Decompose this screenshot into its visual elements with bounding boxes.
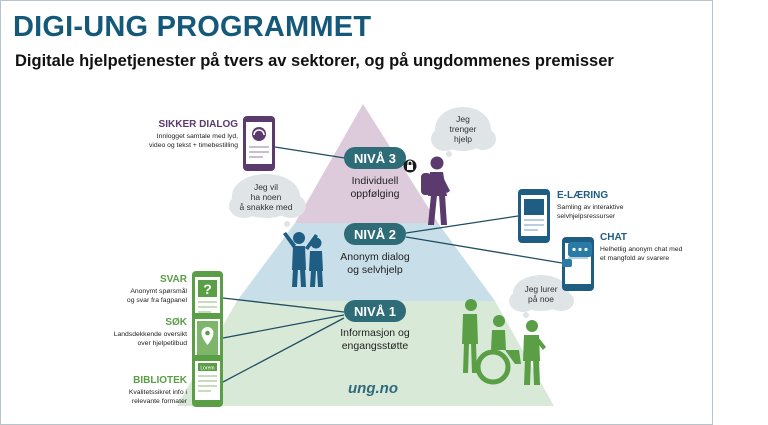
page-title: DIGI-UNG PROGRAMMET <box>13 11 372 43</box>
brand-ung-no: ung.no <box>348 380 398 397</box>
svg-text:Helhetlig anonym chat med: Helhetlig anonym chat med <box>600 246 683 253</box>
label-bibliotek: BIBLIOTEK Kvalitetssikret info i relevan… <box>129 375 188 405</box>
bubble-1-line2: på noe <box>528 294 554 304</box>
level-1-group: NIVÅ 1 Informasjon og engangsstøtte <box>340 300 410 352</box>
level-2-badge <box>344 223 406 245</box>
label-chat: CHAT Helhetlig anonym chat med et mangfo… <box>600 232 683 262</box>
page-subtitle: Digitale hjelpetjenester på tvers av sek… <box>15 52 614 70</box>
question-mark-icon: ? <box>203 281 212 297</box>
phone-e-laering <box>518 189 550 243</box>
svg-text:video og tekst + timebestillin: video og tekst + timebestilling <box>149 142 238 149</box>
bubble-level-3: Jeg trenger hjelp <box>431 107 496 157</box>
svg-text:CHAT: CHAT <box>600 232 627 243</box>
level-3-line2: oppfølging <box>350 188 399 200</box>
svg-text:Anonymt spørsmål: Anonymt spørsmål <box>130 287 187 295</box>
level-2-badge-text: NIVÅ 2 <box>354 227 396 242</box>
bubble-3-line1: Jeg <box>456 114 470 124</box>
infographic-frame: DIGI-UNG PROGRAMMET Digitale hjelpetjene… <box>0 0 713 425</box>
svg-text:selvhjelpsressurser: selvhjelpsressurser <box>557 213 616 220</box>
level-3-badge <box>344 147 406 169</box>
level-1-badge <box>344 300 406 322</box>
bubble-2-line1: Jeg vil <box>254 182 278 192</box>
level-2-group: NIVÅ 2 Anonym dialog og selvhjelp <box>340 223 410 276</box>
level-1-line1: Informasjon og <box>340 327 410 339</box>
bubble-1-line1: Jeg lurer <box>524 284 557 294</box>
map-pin-icon <box>201 327 214 345</box>
program-diagram: NIVÅ 3 Individuell oppfølging NIVÅ 2 Ano… <box>114 104 683 407</box>
svg-text:Innlogget samtale med lyd,: Innlogget samtale med lyd, <box>157 133 238 140</box>
pyramid-level-1-band <box>177 301 554 406</box>
headset-icon <box>253 129 265 136</box>
people-level-1-icon <box>462 299 546 385</box>
svg-text:E-LÆRING: E-LÆRING <box>557 190 608 201</box>
svg-text:SIKKER DIALOG: SIKKER DIALOG <box>159 119 239 130</box>
phone-svar: ? <box>192 271 223 323</box>
svg-text:SØK: SØK <box>165 317 187 328</box>
svg-text:Samling av interaktive: Samling av interaktive <box>557 204 624 211</box>
bubble-3-line2: trenger <box>450 124 477 134</box>
chat-bubble-icon <box>568 242 592 257</box>
phone-chat <box>562 237 594 291</box>
svg-text:over hjelpetilbud: over hjelpetilbud <box>138 340 188 347</box>
bubble-level-1: Jeg lurer på noe <box>509 275 574 318</box>
bubble-level-2: Jeg vil ha noen å snakke med <box>229 174 306 227</box>
person-level-3-icon <box>421 156 450 225</box>
level-2-line1: Anonym dialog <box>340 251 410 263</box>
label-sikker-dialog: SIKKER DIALOG Innlogget samtale med lyd,… <box>149 119 238 149</box>
bubble-2-line2: ha noen <box>251 192 282 202</box>
connector-lines <box>222 146 563 383</box>
bubble-3-line3: hjelp <box>454 134 472 144</box>
level-2-line2: og selvhjelp <box>347 264 403 276</box>
svg-text:BIBLIOTEK: BIBLIOTEK <box>133 375 188 386</box>
svg-text:SVAR: SVAR <box>160 274 188 285</box>
svg-text:et mangfold av svarere: et mangfold av svarere <box>600 255 669 262</box>
level-1-line2: engangsstøtte <box>342 340 409 352</box>
bubble-2-line3: å snakke med <box>240 202 293 212</box>
svg-text:relevante formater: relevante formater <box>132 398 188 405</box>
level-3-line1: Individuell <box>352 175 399 187</box>
phone-sok <box>192 313 223 365</box>
phone-sikker-dialog <box>243 116 275 171</box>
level-3-badge-text: NIVÅ 3 <box>354 151 396 166</box>
phone-bibliotek: Lorem <box>192 355 223 407</box>
label-sok: SØK Landsdekkende oversikt over hjelpeti… <box>114 317 188 347</box>
level-1-badge-text: NIVÅ 1 <box>354 304 396 319</box>
svg-text:Landsdekkende oversikt: Landsdekkende oversikt <box>114 331 187 338</box>
people-level-2-icon <box>283 232 323 287</box>
svg-text:og svar fra fagpanel: og svar fra fagpanel <box>127 297 188 304</box>
phone-screen-lorem: Lorem <box>200 366 214 372</box>
label-e-laering: E-LÆRING Samling av interaktive selvhjel… <box>557 190 624 220</box>
svg-text:Kvalitetssikret info i: Kvalitetssikret info i <box>129 389 188 396</box>
label-svar: SVAR Anonymt spørsmål og svar fra fagpan… <box>127 274 188 304</box>
level-3-group: NIVÅ 3 Individuell oppfølging <box>344 147 417 200</box>
